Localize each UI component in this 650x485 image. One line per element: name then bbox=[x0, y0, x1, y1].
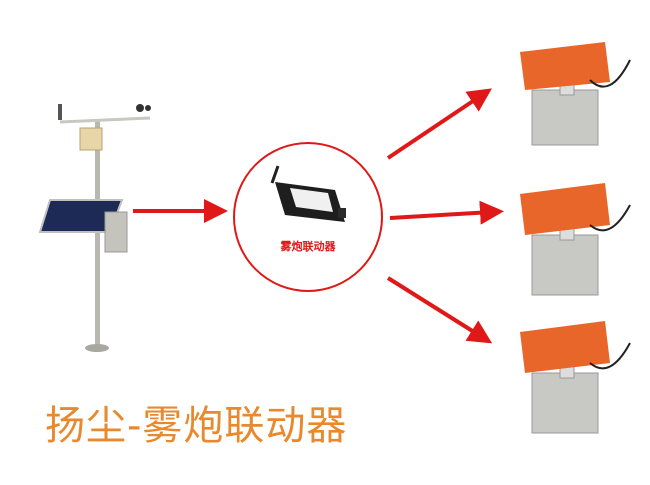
page-title: 扬尘-雾炮联动器 bbox=[45, 403, 348, 449]
fog-cannon-1 bbox=[520, 42, 631, 146]
controller-label: 雾炮联动器 bbox=[280, 240, 336, 253]
arrow-controller-to-cannon-1 bbox=[386, 88, 492, 160]
dust-monitor-station bbox=[38, 104, 151, 352]
fog-cannon-3 bbox=[520, 321, 631, 434]
arrow-controller-to-cannon-2 bbox=[389, 200, 504, 225]
controller-circle bbox=[233, 142, 383, 292]
arrow-controller-to-cannon-3 bbox=[386, 276, 493, 344]
fog-cannon-2 bbox=[520, 183, 631, 296]
